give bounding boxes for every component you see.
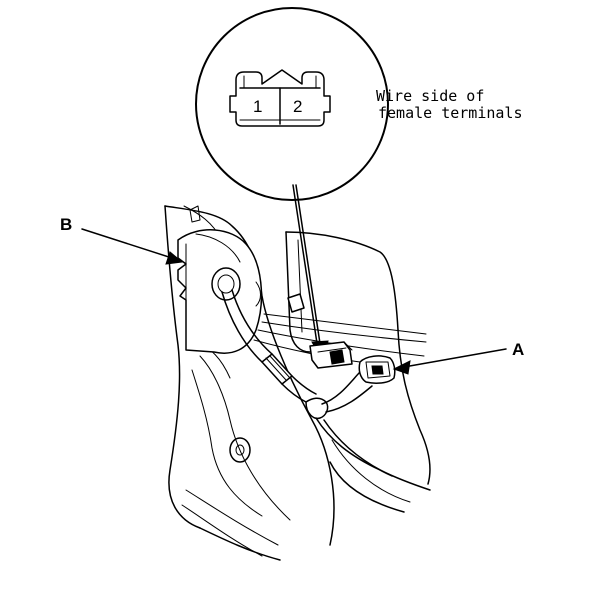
label-a: A: [512, 340, 524, 359]
bracket-b: [177, 229, 263, 354]
label-b: B: [60, 215, 72, 234]
caption-line-2: female terminals: [378, 104, 523, 122]
callout-pointer: [292, 184, 329, 362]
magnifier-callout: 1 2: [195, 7, 389, 201]
leader-a: [392, 348, 507, 375]
wire-harness: [221, 289, 431, 491]
caption-line-1: Wire side of: [376, 87, 484, 105]
leader-b: [81, 228, 184, 265]
pin-2-label: 2: [293, 97, 302, 116]
connector-a: [358, 355, 396, 384]
connector-face: 1 2: [229, 69, 331, 127]
pin-1-label: 1: [253, 97, 262, 116]
bolt-grommet: [229, 437, 251, 463]
body-panel-right: [253, 231, 431, 513]
harness-connector: [309, 341, 353, 369]
magnifier-circle: [195, 7, 389, 201]
